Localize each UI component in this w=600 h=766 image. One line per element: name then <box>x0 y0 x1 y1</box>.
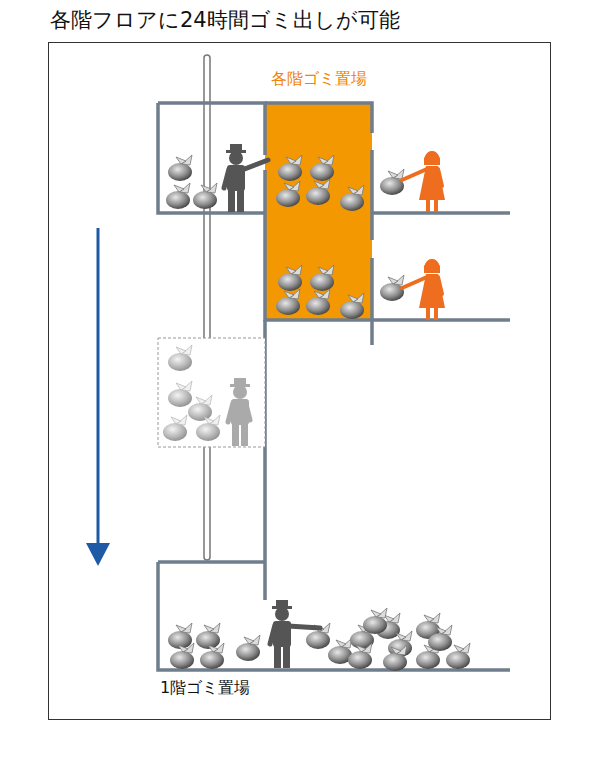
garbage-bag <box>380 169 404 195</box>
title: 各階フロアに24時間ゴミ出しが可能 <box>50 6 400 34</box>
room-label: 1階ゴミ置場 <box>160 678 250 699</box>
storage-room <box>265 213 372 320</box>
garbage-bag <box>383 645 407 671</box>
garbage-bag <box>168 623 192 649</box>
garbage-bag <box>306 179 330 205</box>
moving-car <box>158 338 265 447</box>
garbage-bag <box>278 265 302 291</box>
building-walls <box>158 103 510 670</box>
garbage-bag <box>166 183 190 209</box>
garbage-bags <box>163 155 470 671</box>
garbage-bag <box>196 415 220 441</box>
garbage-bag <box>276 181 300 207</box>
garbage-bag <box>200 643 224 669</box>
garbage-bag <box>340 293 364 319</box>
resident-figure <box>402 151 445 212</box>
ground-storage: 1階ゴミ置場 <box>158 562 510 670</box>
garbage-bag <box>276 289 300 315</box>
garbage-bag <box>168 345 192 371</box>
garbage-bag <box>236 635 260 661</box>
garbage-bag <box>310 265 334 291</box>
area-label: 各階ゴミ置場 <box>271 69 367 90</box>
garbage-bag <box>170 643 194 669</box>
floor-storage: 各階ゴミ置場 <box>265 103 372 213</box>
chute-pole <box>204 55 210 560</box>
people <box>224 144 445 668</box>
down-arrow <box>86 228 110 566</box>
garbage-bag <box>363 608 387 634</box>
worker-figure <box>224 144 268 212</box>
garbage-bag <box>193 183 217 209</box>
garbage-bag <box>188 395 212 421</box>
storage-room <box>265 103 372 213</box>
worker-figure <box>270 600 320 668</box>
garbage-bag <box>306 289 330 315</box>
garbage-bag <box>340 185 364 211</box>
worker-figure <box>228 378 250 446</box>
garbage-bag <box>310 155 334 181</box>
resident-figure <box>402 259 445 320</box>
garbage-bag <box>388 631 412 657</box>
garbage-bag <box>278 155 302 181</box>
garbage-bag <box>168 381 192 407</box>
garbage-bag <box>428 625 452 651</box>
garbage-bag <box>163 415 187 441</box>
frame <box>49 43 551 720</box>
garbage-bag <box>168 155 192 181</box>
garbage-bag <box>348 643 372 669</box>
